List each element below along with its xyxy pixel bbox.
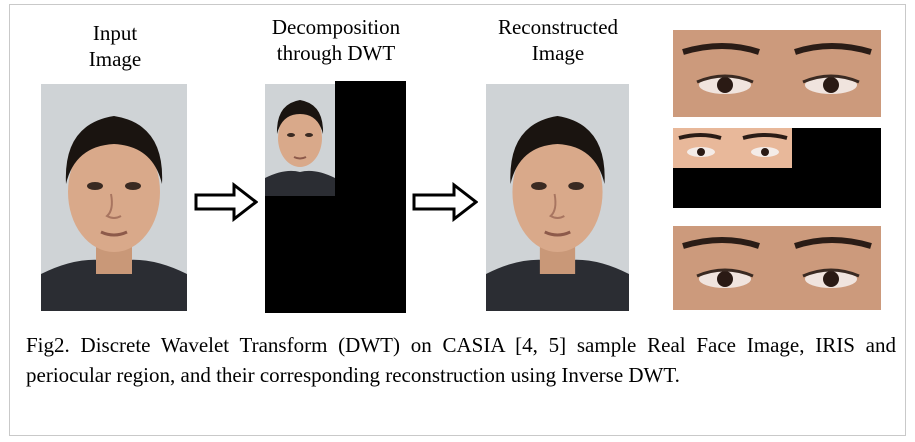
decomposition-label: Decomposition through DWT — [271, 15, 401, 65]
reconstructed-face-photo — [486, 84, 629, 311]
input-image-label: Input Image — [88, 21, 142, 71]
periocular-reconstructed-photo — [673, 226, 881, 310]
reconstructed-image-label: Reconstructed Image — [497, 15, 619, 65]
dwt-high-band-bottom — [265, 195, 406, 313]
periocular-dwt-high-band-bottom — [673, 168, 881, 208]
right-arrow-icon — [194, 182, 258, 222]
periocular-input-photo — [673, 30, 881, 117]
periocular-dwt-approximation — [673, 128, 792, 168]
figure-caption: Fig2. Discrete Wavelet Transform (DWT) o… — [26, 333, 896, 387]
right-arrow-icon — [412, 182, 478, 222]
dwt-approximation-face — [265, 84, 335, 196]
input-face-photo — [41, 84, 187, 311]
